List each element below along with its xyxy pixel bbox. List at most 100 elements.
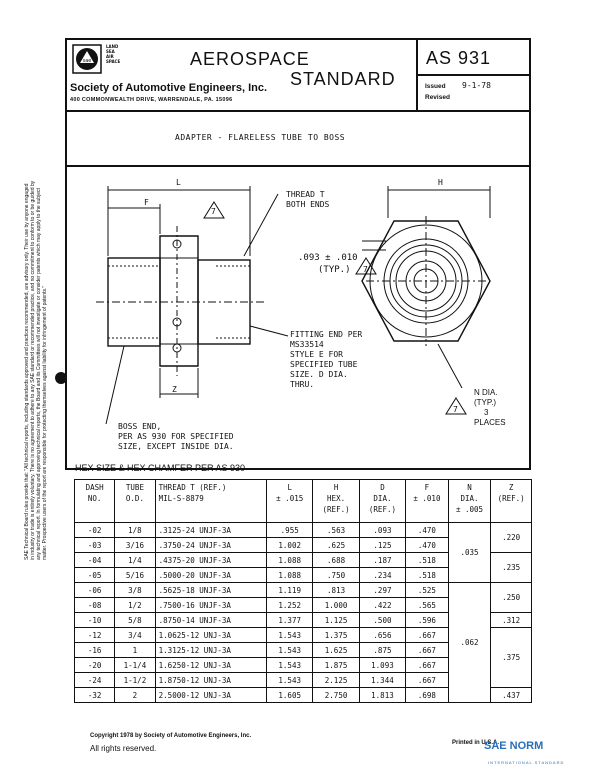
divider [65, 165, 531, 167]
header-line: L [287, 483, 292, 492]
header-line: Z [508, 483, 514, 492]
header-F: F± .010 [405, 479, 449, 523]
cell-tube: 5/16 [114, 567, 156, 583]
header-line: N [467, 483, 472, 492]
note-line: N DIA. [474, 388, 498, 397]
note-line: (TYP.) [474, 398, 497, 407]
cell-thread: 2.5000-12 UNJ-3A [154, 687, 268, 703]
cell-D: 1.813 [358, 687, 407, 703]
cell-D: 1.344 [358, 672, 407, 688]
note-line: BOTH ENDS [286, 200, 330, 209]
note-line: FITTING END PER [290, 330, 363, 339]
header-line: H [333, 483, 339, 492]
cell-dash: -32 [73, 687, 116, 703]
cell-Z: .437 [490, 687, 532, 703]
cell-thread: .3125-24 UNJF-3A [154, 522, 268, 538]
logo-word: LAND [106, 44, 119, 49]
note-line: PLACES [474, 418, 506, 427]
cell-dash: -03 [73, 537, 116, 553]
header-line: NO. [87, 494, 102, 503]
header-thread: THREAD T (REF.)MIL-S-8879 [154, 479, 268, 523]
cell-L: 1.543 [266, 642, 314, 658]
header-Z: Z(REF.) [490, 479, 532, 523]
note-line: STYLE E FOR [290, 350, 343, 359]
cell-H: .813 [312, 582, 360, 598]
cell-thread: .5000-20 UNJF-3A [154, 567, 268, 583]
dim-L-label: L [176, 178, 181, 187]
cell-tube: 3/4 [114, 627, 156, 643]
cell-F: .470 [405, 522, 449, 538]
cell-F: .525 [405, 582, 449, 598]
dim-Z-label: Z [172, 385, 177, 394]
cell-thread: 1.3125-12 UNJ-3A [154, 642, 268, 658]
header-line: (REF.) [322, 505, 350, 514]
cell-H: 1.875 [312, 657, 360, 673]
cell-D: .875 [358, 642, 407, 658]
org-name: Society of Automotive Engineers, Inc. [70, 82, 268, 94]
cell-D: .422 [358, 597, 407, 613]
cell-L: 1.088 [266, 567, 314, 583]
cell-F: .667 [405, 672, 449, 688]
cell-F: .470 [405, 537, 449, 553]
logo-word: AIR [106, 54, 114, 59]
cell-dash: -04 [73, 552, 116, 568]
note-n-dia: N DIA. (TYP.) 3 PLACES [474, 388, 506, 428]
hole-punch-mark [55, 372, 67, 384]
header-line: ± .005 [455, 505, 484, 514]
header-line: TUBE [125, 483, 144, 492]
cell-F: .667 [405, 627, 449, 643]
cell-F: .667 [405, 657, 449, 673]
note-line: SIZE, EXCEPT INSIDE DIA. [118, 442, 234, 451]
sae-logo-icon: sae [72, 44, 102, 74]
cell-dash: -10 [73, 612, 116, 628]
cell-D: .297 [358, 582, 407, 598]
cell-L: 1.605 [266, 687, 314, 703]
header-L: L ± .015 [266, 479, 314, 523]
cell-dash: -20 [73, 657, 116, 673]
revised-label: Revised [425, 94, 450, 101]
cell-tube: 1-1/4 [114, 657, 156, 673]
cell-L: 1.543 [266, 672, 314, 688]
cell-tube: 1/4 [114, 552, 156, 568]
header-line: (REF.) [368, 505, 396, 514]
cell-Z: .375 [490, 627, 532, 688]
note-line: SIZE. D DIA. [290, 370, 348, 379]
side-disclaimer: SAE Technical Board rules provide that: … [24, 180, 48, 560]
note-fitting-end: FITTING END PER MS33514 STYLE E FOR SPEC… [290, 330, 362, 390]
title-standard: STANDARD [290, 69, 396, 89]
cell-Z: .250 [490, 582, 532, 613]
cell-D: .656 [358, 627, 407, 643]
cell-H: 1.625 [312, 642, 360, 658]
header-line: ± .015 [276, 494, 304, 503]
cell-thread: .8750-14 UNJF-3A [154, 612, 268, 628]
cell-N: .062 [447, 582, 492, 703]
cell-tube: 1/2 [114, 597, 156, 613]
document-frame [65, 38, 531, 470]
divider [65, 110, 531, 112]
cell-thread: 1.0625-12 UNJ-3A [154, 627, 268, 643]
issued-label: Issued [425, 83, 446, 90]
cell-H: .688 [312, 552, 360, 568]
cell-dash: -12 [73, 627, 116, 643]
standard-number: AS 931 [426, 48, 492, 68]
note-093: .093 ± .010 (TYP.) [298, 252, 358, 276]
cell-N: .035 [447, 522, 492, 583]
note-thread: THREAD T BOTH ENDS [286, 190, 329, 210]
cell-Z: .312 [490, 612, 532, 628]
note-line: BOSS END, [118, 422, 162, 431]
header-line: MIL-S-8879 [158, 494, 204, 503]
printed-in: Printed in U.S.A. [452, 740, 500, 746]
svg-text:sae: sae [83, 58, 92, 64]
rights-line: All rights reserved. [90, 744, 157, 753]
document-title: ADAPTER - FLARELESS TUBE TO BOSS [175, 133, 346, 142]
cell-thread: .5625-18 UNJF-3A [154, 582, 268, 598]
cell-F: .565 [405, 597, 449, 613]
cell-Z: .235 [490, 552, 532, 583]
